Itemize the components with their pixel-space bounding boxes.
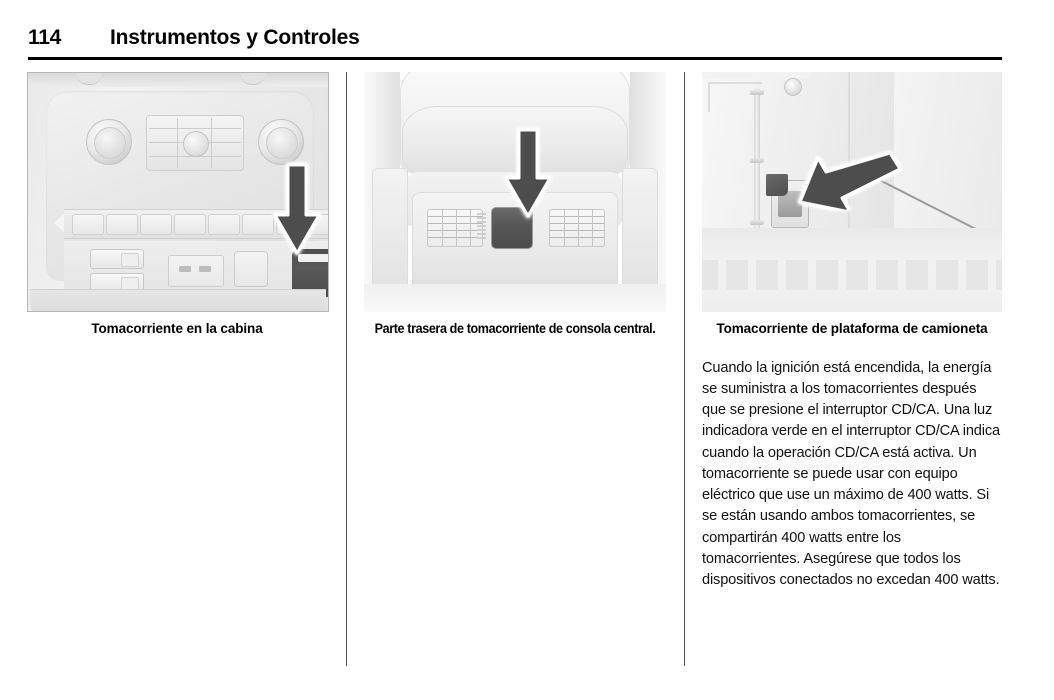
bed-bolt-middle [750,158,764,163]
figure-caption-3: Tomacorriente de plataforma de camioneta [716,321,988,336]
vent-center-knob [183,131,209,157]
dashboard-foot [30,289,326,311]
column-bed-outlet: Tomacorriente de plataforma de camioneta… [702,72,1002,591]
label-panel [168,255,224,287]
bed-access-hole [784,78,802,96]
figure-caption-2: Parte trasera de tomacorriente de consol… [374,321,656,336]
console-badge [477,213,486,241]
column-divider-2 [684,72,685,666]
usb-port-panel [234,251,268,287]
arrow-down-icon [273,163,321,255]
truck-bed-floor-ribs [702,260,1002,290]
center-stack-plate [46,91,328,303]
truck-bed-power-outlet-photo [702,72,1002,312]
arrow-down-icon [504,128,552,218]
console-side-right [622,168,658,298]
rear-vent-left [427,209,483,247]
arrow-diagonal-down-left-icon [798,151,902,210]
column-cabin-outlet: Tomacorriente en la cabina [27,72,329,338]
climate-knob-right [258,119,304,165]
dashboard-top-band [28,73,328,87]
page-number: 114 [28,26,61,49]
climate-knob-left [86,119,132,165]
cabin-power-outlet-photo [27,72,329,312]
column-divider-1 [346,72,347,666]
dashboard-notch-left [76,73,102,85]
body-paragraph: Cuando la ignición está encendida, la en… [702,359,1000,588]
bed-bolt-upper [750,90,764,95]
column-console-outlet: Parte trasera de tomacorriente de consol… [364,72,666,338]
chevron-left-icon [54,211,67,235]
page-header: 114 Instrumentos y Controles [0,0,1054,60]
rear-vent-right [549,209,605,247]
bed-trim-edge [708,82,762,112]
cabin-floor [364,284,666,312]
console-side-left [372,168,408,298]
header-rule [28,57,1002,60]
switch-upper [90,249,144,269]
center-console-rear-outlet-photo [364,72,666,312]
bed-bolt-lower [750,220,764,225]
dashboard-notch-right [240,73,266,85]
figure-caption-1: Tomacorriente en la cabina [91,321,263,336]
center-vent-cluster [146,115,244,171]
console-rear-face [412,192,618,298]
bed-outlet-cover-flap [766,174,788,196]
page-title: Instrumentos y Controles [110,26,360,49]
